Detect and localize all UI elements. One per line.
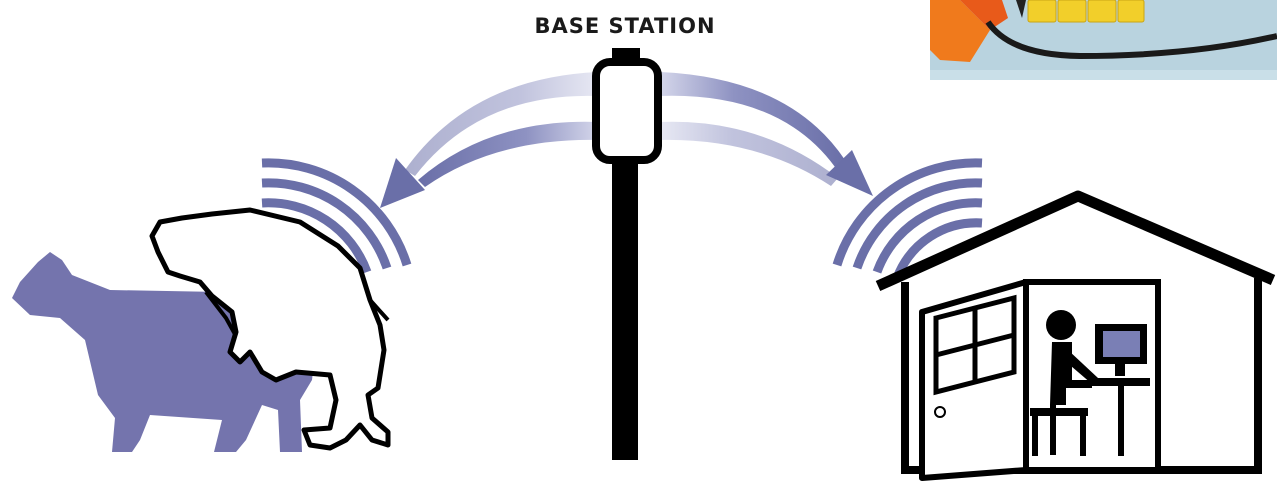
heat-detector-photo-drawing: [930, 0, 1277, 80]
heat-detector-photo: [930, 0, 1277, 80]
base-station-antenna: [596, 48, 658, 460]
signal-arrow-left: [380, 72, 598, 208]
base-station-label: BASE STATION: [500, 14, 750, 38]
signal-arrow-right: [660, 72, 873, 196]
farm-house: [878, 196, 1273, 478]
